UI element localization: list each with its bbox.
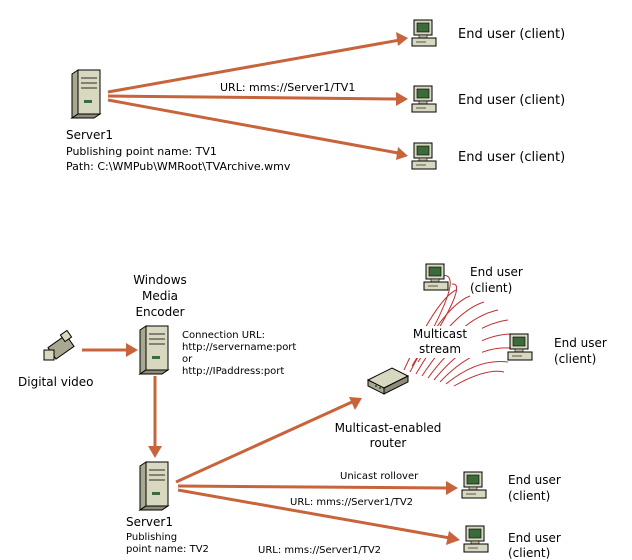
multicast-label-bg [398, 326, 482, 358]
client-label-top-sub: (client) [470, 281, 512, 295]
publishing-point-label: Publishing point name: TV1 [66, 145, 217, 158]
arrow-unicast [177, 484, 449, 490]
arrowhead [148, 446, 162, 458]
arrowhead [349, 397, 362, 410]
client-computer-icon [423, 263, 449, 291]
client-label-unicast-sub: (client) [508, 489, 550, 503]
video-camera-icon [43, 329, 75, 361]
connection-url-1: http://servername:port [182, 342, 296, 353]
connection-or: or [182, 354, 193, 365]
client-label-2: End user (client) [458, 93, 565, 108]
arrowhead [446, 531, 460, 545]
video-label: Digital video [18, 375, 94, 389]
encoder-title-line-2: Media [142, 289, 178, 303]
router-label-line-2: router [370, 436, 407, 450]
client-label-right-sub: (client) [554, 352, 596, 366]
server-icon [139, 461, 169, 511]
client-computer-icon [411, 85, 437, 113]
unicast-label: Unicast rollover [340, 471, 419, 482]
client-computer-icon [463, 525, 489, 553]
arrow-to-client-3 [107, 98, 399, 155]
arrow-to-client-2 [107, 94, 399, 101]
router-label-line-1: Multicast-enabled [335, 421, 442, 435]
client-label-unicast: End user [508, 473, 561, 487]
client-computer-icon [461, 471, 487, 499]
client-label-bottom-sub: (client) [508, 546, 550, 560]
url-label-1: URL: mms://Server1/TV2 [290, 497, 413, 508]
multicast-label-line-2: stream [419, 342, 461, 356]
arrow-server-to-router [175, 400, 353, 484]
path-label: Path: C:\WMPub\WMRoot\TVArchive.wmv [66, 160, 291, 173]
server-icon [71, 69, 101, 119]
client-computer-icon [411, 19, 437, 47]
client-computer-icon [507, 333, 533, 361]
client-label-1: End user (client) [458, 27, 565, 42]
encoder-title-line-1: Windows [133, 273, 187, 287]
client-label-top: End user [470, 265, 523, 279]
arrowhead [396, 32, 408, 46]
url-label: URL: mms://Server1/TV1 [220, 81, 355, 94]
connection-url-2: http://IPaddress:port [182, 366, 284, 377]
server-name: Server1 [126, 515, 173, 529]
encoder-icon [139, 325, 169, 375]
url-label-2: URL: mms://Server1/TV2 [258, 545, 381, 556]
client-computer-icon [411, 142, 437, 170]
connection-label: Connection URL: [182, 330, 265, 341]
multicast-waves [403, 274, 511, 387]
arrowhead [446, 481, 458, 495]
publishing-label-line-2: point name: TV2 [126, 544, 209, 555]
arrowhead [396, 147, 408, 160]
client-label-bottom: End user [508, 531, 561, 545]
arrowhead [396, 92, 408, 106]
client-label-3: End user (client) [458, 150, 565, 165]
publishing-label-line-1: Publishing [126, 532, 177, 543]
multicast-label-line-1: Multicast [413, 327, 468, 341]
client-label-right: End user [554, 336, 607, 350]
encoder-title-line-3: Encoder [135, 305, 184, 319]
top-arrows [107, 32, 408, 160]
arrow-to-bottom-client [177, 488, 451, 540]
router-icon [366, 367, 410, 395]
arrow-to-client-1 [107, 38, 401, 94]
arrowhead [126, 343, 138, 357]
server-name: Server1 [66, 128, 113, 142]
